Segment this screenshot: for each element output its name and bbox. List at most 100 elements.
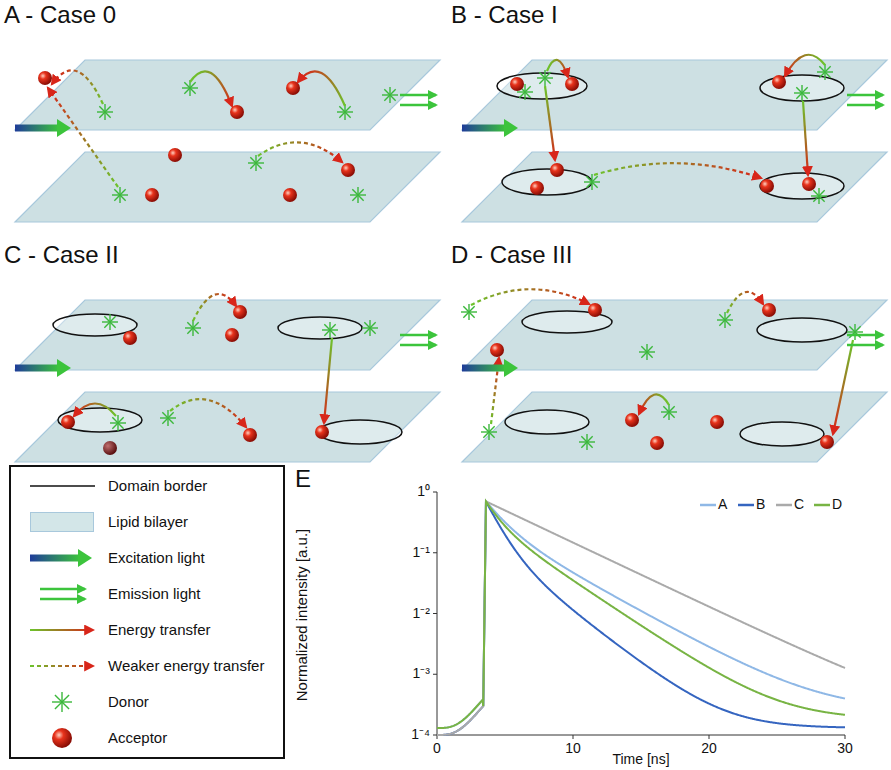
acceptor <box>230 105 244 119</box>
acceptor <box>233 305 247 319</box>
legend-label: Energy transfer <box>108 622 211 639</box>
figure-panel: C - Case II <box>0 240 440 466</box>
donor <box>461 304 477 320</box>
decay-curve <box>437 501 845 728</box>
legend-label: B <box>756 497 765 512</box>
energy-transfer <box>193 294 236 321</box>
acceptor <box>490 343 504 357</box>
acceptor <box>588 303 602 317</box>
acceptor <box>625 413 639 427</box>
donor <box>811 188 827 204</box>
donor <box>350 187 366 203</box>
acceptor <box>168 148 182 162</box>
lipid-bilayer <box>462 60 887 130</box>
domain-border <box>760 75 844 101</box>
donor <box>382 87 398 103</box>
energy-transfer <box>48 88 118 187</box>
acceptor <box>38 71 52 85</box>
bilayer-scheme <box>461 289 887 462</box>
legend-box <box>10 466 284 758</box>
domain-border <box>760 173 844 199</box>
donor <box>52 692 72 712</box>
legend-swatch <box>30 512 94 532</box>
donor <box>185 320 201 336</box>
donor <box>362 320 378 336</box>
acceptor <box>341 163 355 177</box>
donor <box>579 434 595 450</box>
legend-label: Emission light <box>108 586 201 603</box>
tick-label: 1⁻² <box>413 606 430 621</box>
legend-label: D <box>832 497 842 512</box>
donor <box>160 410 176 426</box>
energy-transfer <box>803 101 808 175</box>
bilayer-scheme <box>15 294 440 462</box>
lipid-bilayer <box>15 392 440 462</box>
decay-curve <box>437 501 845 735</box>
lipid-bilayer <box>15 60 440 130</box>
energy-transfer <box>545 86 555 160</box>
energy-transfer <box>727 292 763 313</box>
energy-transfer <box>298 71 345 106</box>
domain-border <box>740 422 824 446</box>
lipid-bilayer <box>15 300 440 370</box>
panel-heading: D - Case III <box>451 242 572 268</box>
donor <box>481 424 497 440</box>
tick-label: 1⁻¹ <box>413 545 430 560</box>
domain-border <box>502 169 592 195</box>
acceptor <box>243 428 257 442</box>
energy-transfer <box>639 394 669 414</box>
domain-border <box>53 314 137 336</box>
acceptor <box>802 177 816 191</box>
acceptor <box>760 179 774 193</box>
tick-label: 0 <box>433 741 441 756</box>
decay-curve <box>437 501 845 728</box>
domain-border <box>497 73 587 99</box>
decay-chart <box>433 492 845 739</box>
energy-transfer <box>258 142 342 162</box>
figure-panel: D - Case III <box>447 240 891 466</box>
donor <box>112 187 128 203</box>
acceptor <box>123 331 137 345</box>
energy-transfer <box>594 163 761 178</box>
donor <box>337 104 353 120</box>
donor <box>817 64 833 80</box>
acceptor <box>225 328 239 342</box>
bilayer-scheme <box>462 55 887 222</box>
tick-label: 1⁻³ <box>413 667 430 682</box>
acceptor <box>710 415 724 429</box>
lipid-bilayer <box>462 300 887 370</box>
acceptor <box>510 77 524 91</box>
donor <box>794 85 810 101</box>
panel-heading: C - Case II <box>4 242 119 268</box>
tick-label: 1⁻⁴ <box>411 727 430 742</box>
energy-transfer <box>52 70 103 104</box>
donor <box>248 155 264 171</box>
domain-border <box>318 420 402 444</box>
acceptor <box>565 77 579 91</box>
tick-label: 10 <box>565 741 581 756</box>
energy-transfer <box>30 665 93 667</box>
donor <box>322 322 338 338</box>
acceptor <box>762 303 776 317</box>
donor <box>639 344 655 360</box>
acceptor <box>286 81 300 95</box>
donor <box>717 312 733 328</box>
panel-heading: E <box>295 466 311 492</box>
legend-label: Domain border <box>108 478 207 495</box>
figure-panel: B - Case I <box>447 0 891 236</box>
figure-panel: A - Case 0 <box>0 0 440 236</box>
legend-label: Acceptor <box>108 730 167 747</box>
acceptor <box>772 75 786 89</box>
acceptor <box>145 188 159 202</box>
panel-heading: A - Case 0 <box>4 2 116 28</box>
axis-title: Normalized intensity [a.u.] <box>294 529 311 702</box>
lipid-bilayer <box>462 152 887 222</box>
energy-transfer <box>785 55 825 76</box>
donor <box>110 415 126 431</box>
energy-transfer <box>170 399 246 427</box>
bilayer-scheme <box>15 60 440 222</box>
tick-label: 1⁰ <box>417 484 430 499</box>
donor <box>102 314 118 330</box>
energy-transfer <box>74 404 116 417</box>
